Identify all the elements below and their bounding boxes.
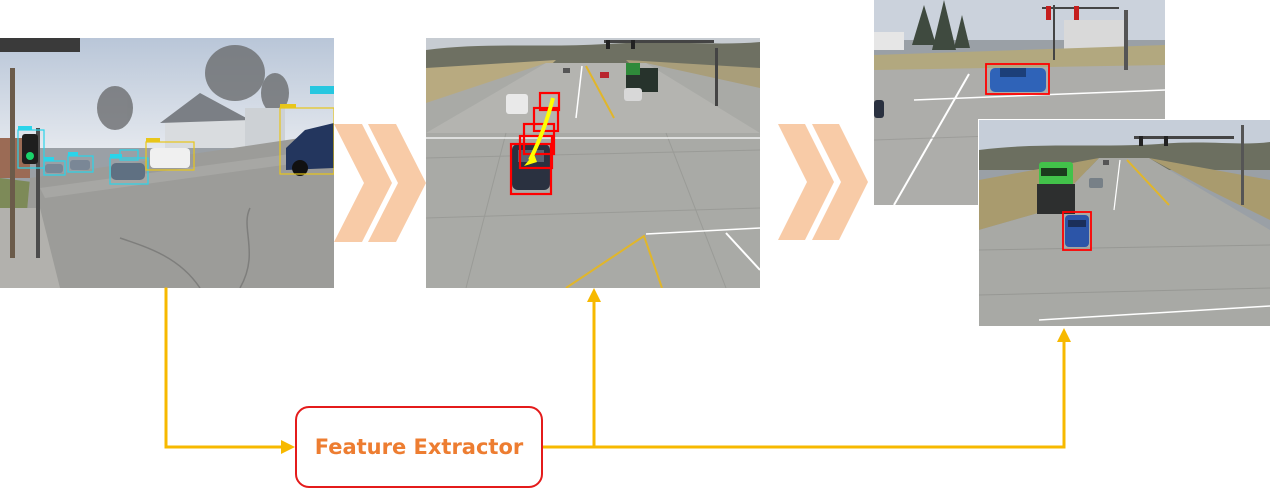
arrowhead-icon-tracking bbox=[587, 288, 601, 302]
feature-extractor-label: Feature Extractor bbox=[314, 435, 524, 459]
reid-result-image-2 bbox=[979, 120, 1270, 326]
flow-chevron-icon-1 bbox=[334, 124, 426, 242]
arrowhead-icon-extractor bbox=[281, 440, 295, 454]
feature-extractor-box: Feature Extractor bbox=[295, 406, 543, 488]
flow-chevron-icon-2 bbox=[778, 124, 868, 240]
arrowhead-icon-reid bbox=[1057, 328, 1071, 342]
detection-input-image bbox=[0, 38, 334, 288]
connector-to-extractor bbox=[164, 287, 285, 449]
tracking-image bbox=[426, 38, 760, 288]
connector-to-reid bbox=[541, 338, 1066, 449]
